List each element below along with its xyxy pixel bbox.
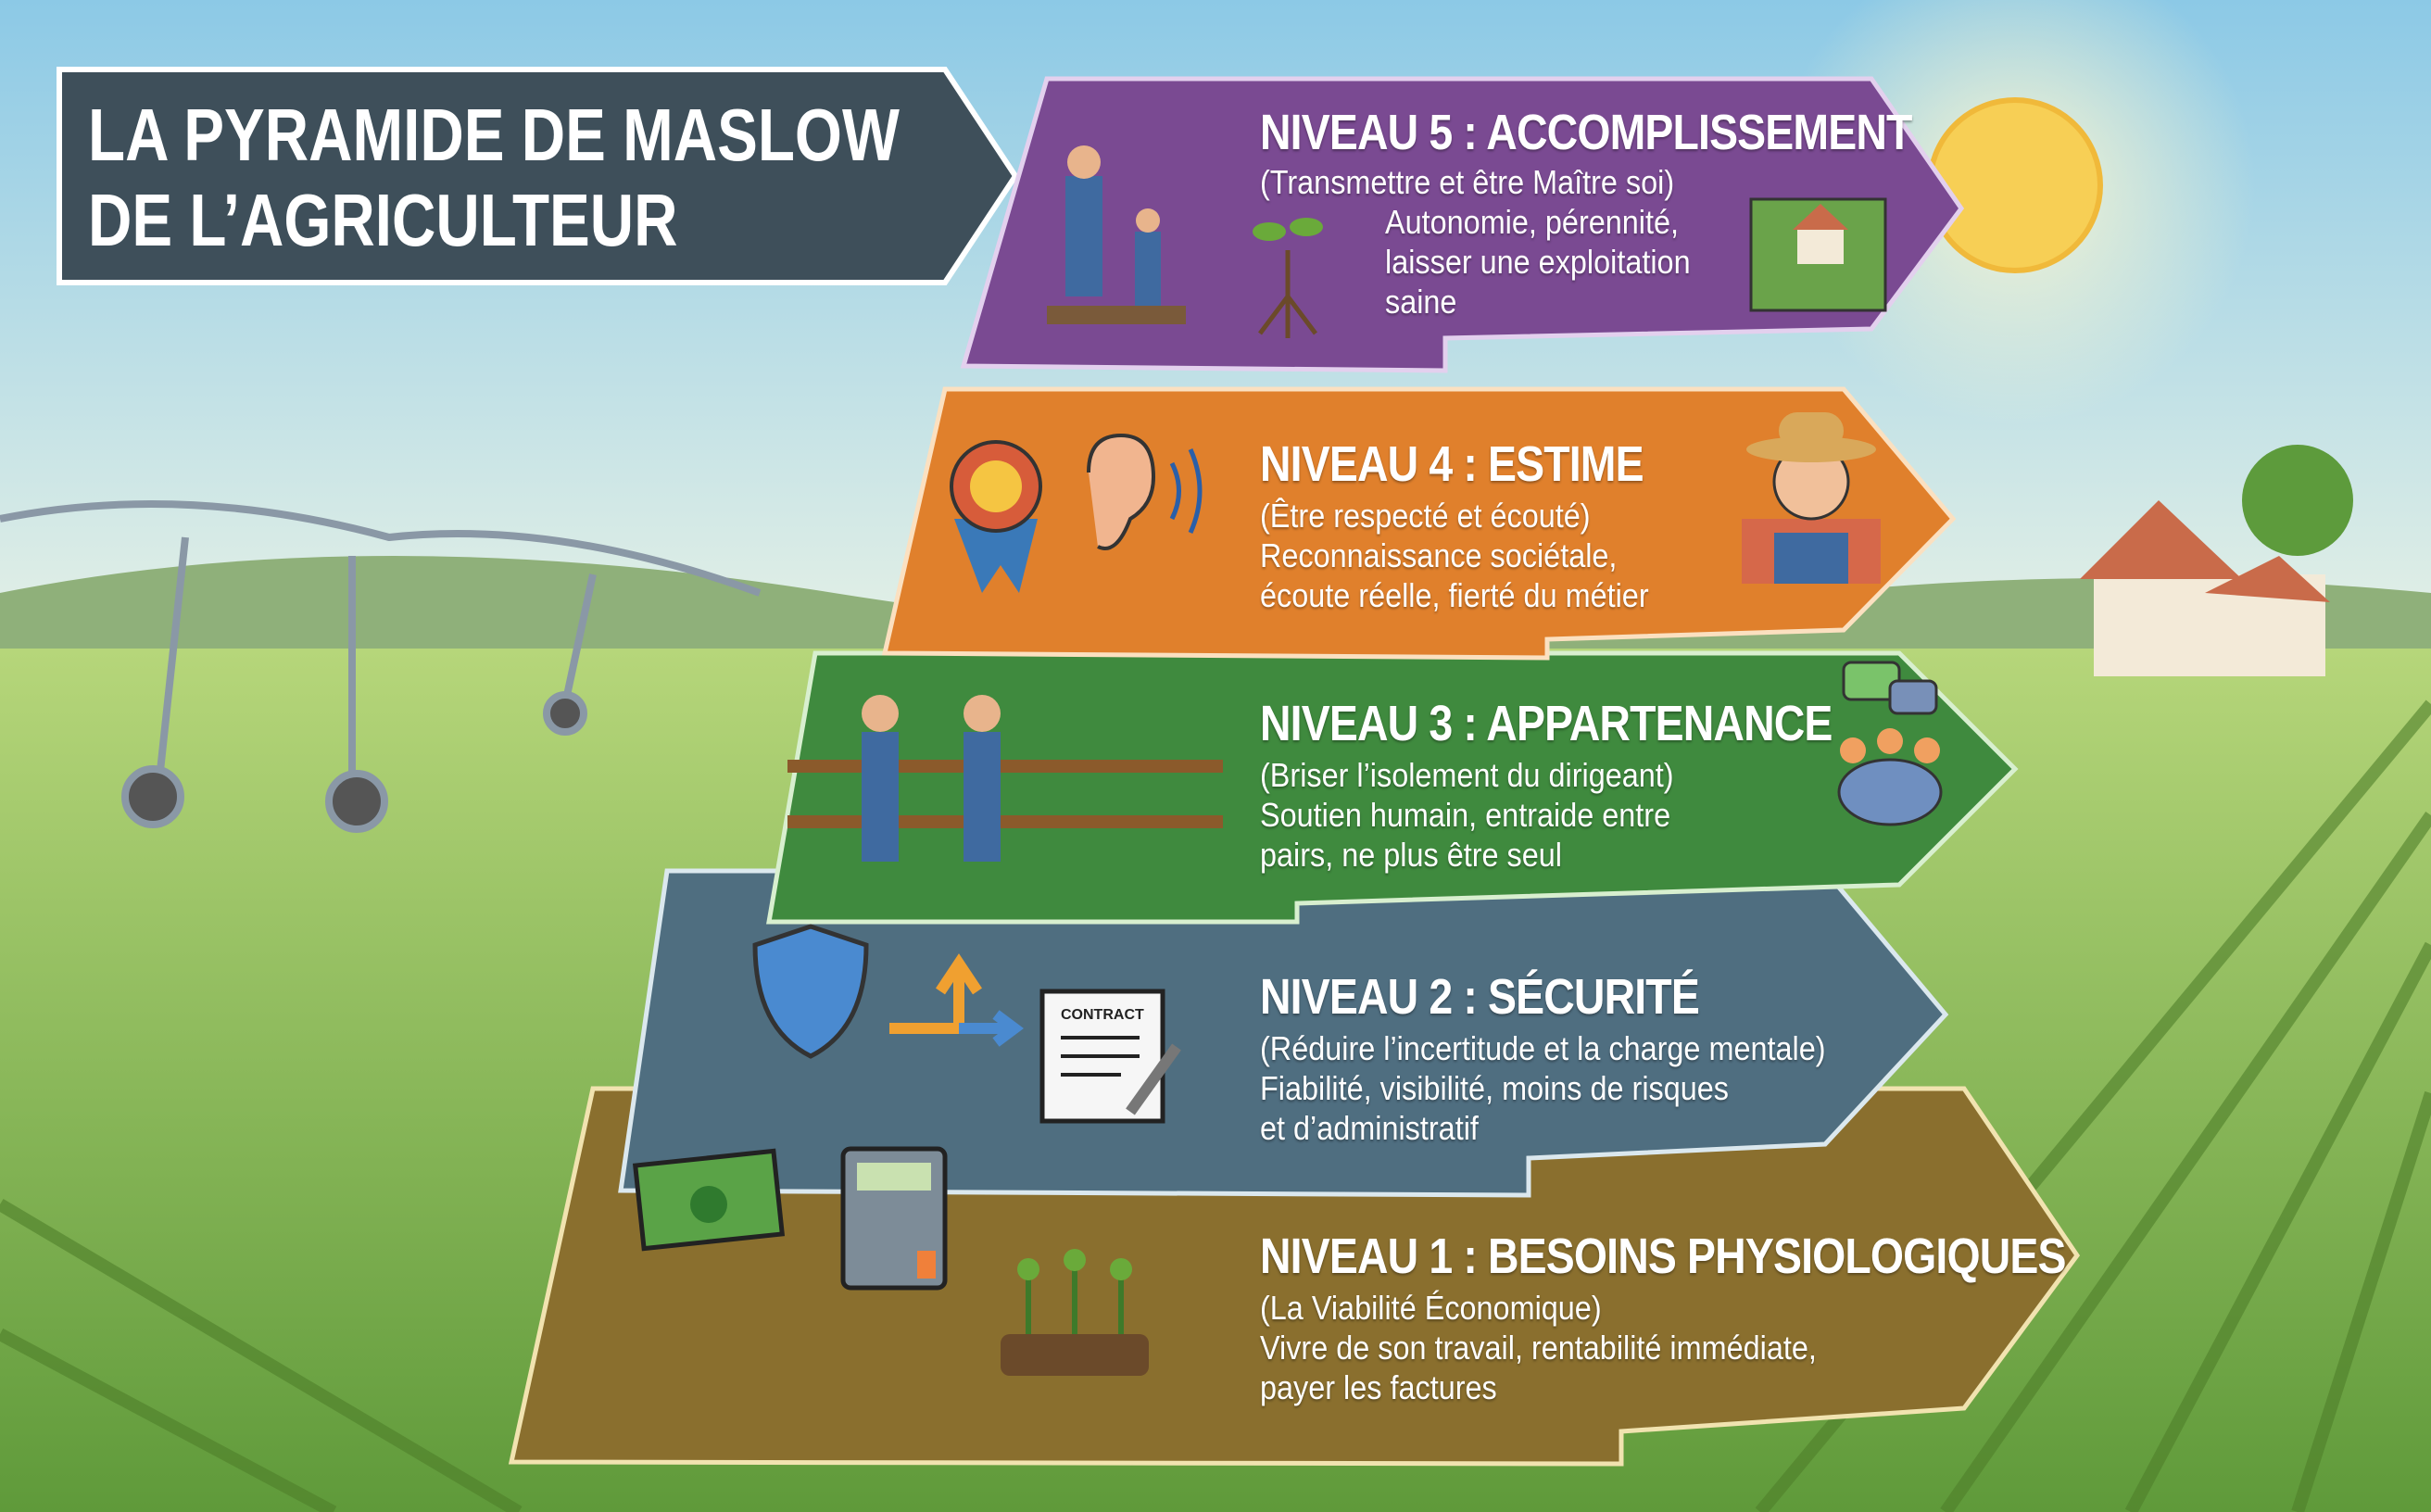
contract-label: CONTRACT	[1061, 1007, 1144, 1023]
level-3-description: Soutien humain, entraide entre pairs, ne…	[1260, 795, 1670, 875]
page-title: LA PYRAMIDE DE MASLOW DE L’AGRICULTEUR	[88, 93, 900, 263]
irrigation-pivot	[0, 500, 762, 833]
seedlings-icon	[1001, 1249, 1149, 1376]
level-5-line: Autonomie, pérennité,	[1385, 203, 1680, 241]
level-3-line: Soutien humain, entraide entre	[1260, 796, 1671, 834]
title-banner	[57, 67, 1019, 285]
level-4-description: Reconnaissance sociétale, écoute réelle,…	[1260, 536, 1649, 615]
shield-icon	[752, 924, 869, 1059]
level-4-heading: NIVEAU 4 : ESTIME	[1260, 436, 1644, 492]
listening-ear-icon	[1087, 433, 1203, 550]
farmhouse	[2080, 445, 2353, 676]
contract-icon: CONTRACT	[1039, 989, 1181, 1124]
title-line-1: LA PYRAMIDE DE MASLOW	[88, 94, 900, 176]
level-3-heading: NIVEAU 3 : APPARTENANCE	[1260, 696, 1833, 751]
award-medal-icon	[950, 440, 1042, 593]
smiling-farmer-icon	[1742, 412, 1881, 584]
level-2-heading: NIVEAU 2 : SÉCURITÉ	[1260, 969, 1700, 1025]
level-1-description: Vivre de son travail, rentabilité immédi…	[1260, 1328, 1817, 1407]
level-1-line: payer les factures	[1260, 1368, 1497, 1406]
level-2-description: Fiabilité, visibilité, moins de risques …	[1260, 1068, 1729, 1148]
level-2-line: Fiabilité, visibilité, moins de risques	[1260, 1069, 1729, 1107]
level-1-line: Vivre de son travail, rentabilité immédi…	[1260, 1329, 1817, 1367]
level-5-subtitle: (Transmettre et être Maître soi)	[1260, 163, 1675, 201]
direction-arrows-icon	[889, 953, 1024, 1047]
level-5-line: saine	[1385, 283, 1457, 321]
title-line-2: DE L’AGRICULTEUR	[88, 179, 678, 261]
level-5-block	[960, 76, 1965, 373]
group-chat-icon	[1837, 661, 1943, 826]
level-4-line: écoute réelle, fierté du métier	[1260, 576, 1649, 614]
farmhouse-landscape-icon	[1749, 197, 1887, 312]
level-4-line: Reconnaissance sociétale,	[1260, 536, 1618, 574]
level-3-subtitle: (Briser l’isolement du dirigeant)	[1260, 756, 1674, 794]
level-1-subtitle: (La Viabilité Économique)	[1260, 1289, 1602, 1327]
level-5-heading: NIVEAU 5 : ACCOMPLISSEMENT	[1260, 105, 1912, 160]
level-4-subtitle: (Être respecté et écouté)	[1260, 497, 1591, 535]
level-5-line: laisser une exploitation	[1385, 243, 1691, 281]
farmers-handshake-icon	[787, 695, 1223, 862]
level-2-line: et d’administratif	[1260, 1109, 1479, 1147]
calculator-icon	[840, 1146, 948, 1291]
plant-roots-icon	[1253, 218, 1323, 338]
level-1-heading: NIVEAU 1 : BESOINS PHYSIOLOGIQUES	[1260, 1228, 2066, 1284]
sun-icon	[1927, 97, 2103, 273]
level-2-subtitle: (Réduire l’incertitude et la charge ment…	[1260, 1029, 1826, 1067]
farmer-and-child-icon	[1047, 145, 1186, 324]
level-3-line: pairs, ne plus être seul	[1260, 836, 1562, 874]
banknotes-icon	[632, 1148, 786, 1252]
level-5-description: Autonomie, pérennité, laisser une exploi…	[1385, 202, 1691, 321]
